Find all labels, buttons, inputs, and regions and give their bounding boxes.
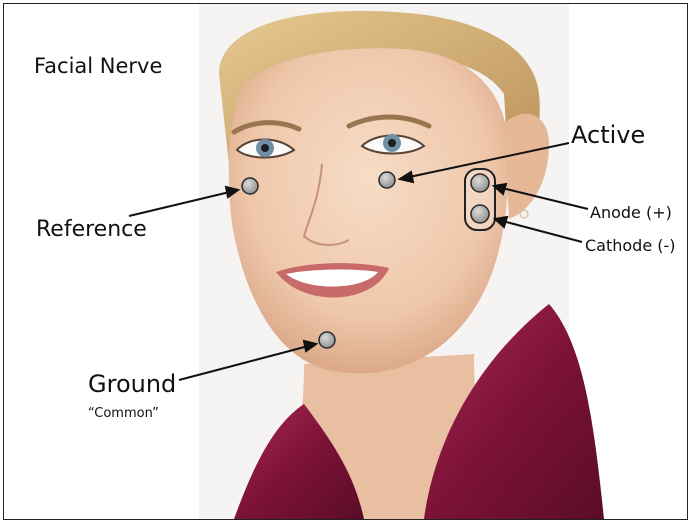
ground-label: Ground xyxy=(88,372,176,396)
active-electrode xyxy=(379,172,395,188)
reference-label: Reference xyxy=(36,219,147,241)
reference-electrode xyxy=(242,178,258,194)
face-photo xyxy=(4,4,687,519)
earring xyxy=(520,210,528,218)
active-label: Active xyxy=(571,123,645,147)
anode-label: Anode (+) xyxy=(590,205,672,221)
anode-electrode xyxy=(471,174,489,192)
cathode-electrode xyxy=(471,205,489,223)
cathode-label: Cathode (-) xyxy=(585,238,676,254)
ground-electrode xyxy=(319,332,335,348)
figure-frame: Facial Nerve Active Reference Anode (+) … xyxy=(3,3,688,520)
ground-sublabel: “Common” xyxy=(88,407,159,420)
figure-title: Facial Nerve xyxy=(34,56,162,77)
